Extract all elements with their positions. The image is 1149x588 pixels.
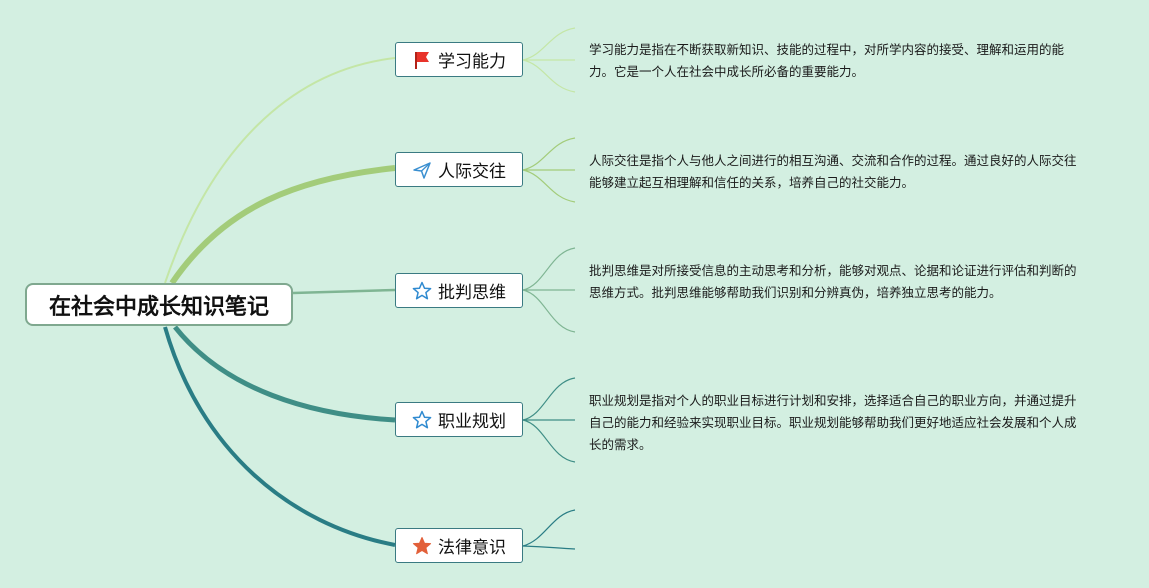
branch-node-4[interactable]: 职业规划 <box>395 402 523 437</box>
connector-root-branch-4 <box>173 325 396 423</box>
paper-plane-icon <box>412 160 432 180</box>
root-title: 在社会中成长知识笔记 <box>48 294 269 320</box>
branch-node-5[interactable]: 法律意识 <box>395 528 523 563</box>
connector-root-branch-2 <box>169 165 396 285</box>
branch-node-2[interactable]: 人际交往 <box>395 152 523 187</box>
connector-root-branch-3 <box>292 288 396 295</box>
branch-label-5: 法律意识 <box>438 538 506 558</box>
brace-branch-2 <box>522 137 576 203</box>
note-branch-3: 批判思维是对所接受信息的主动思考和分析，能够对观点、论据和论证进行评估和判断的思… <box>589 263 1077 300</box>
connector-root-branch-5 <box>163 326 396 547</box>
note-branch-1: 学习能力是指在不断获取新知识、技能的过程中，对所学内容的接受、理解和运用的能力。… <box>589 42 1065 79</box>
brace-branch-1 <box>522 27 576 93</box>
branch-label-1: 学习能力 <box>438 52 506 72</box>
star-outline-icon <box>412 410 432 430</box>
branch-label-4: 职业规划 <box>438 412 506 432</box>
branch-label-3: 批判思维 <box>438 283 506 303</box>
note-branch-4: 职业规划是指对个人的职业目标进行计划和安排，选择适合自己的职业方向，并通过提升自… <box>589 393 1077 452</box>
brace-branch-5 <box>522 509 576 550</box>
root-node[interactable]: 在社会中成长知识笔记 <box>25 283 293 326</box>
branch-node-1[interactable]: 学习能力 <box>395 42 523 77</box>
note-branch-2: 人际交往是指个人与他人之间进行的相互沟通、交流和合作的过程。通过良好的人际交往能… <box>589 153 1077 190</box>
brace-branch-3 <box>522 247 576 333</box>
star-outline-icon <box>412 281 432 301</box>
star-filled-icon <box>412 536 432 556</box>
branch-label-2: 人际交往 <box>438 162 506 182</box>
red-flag-icon <box>412 50 432 70</box>
branch-node-3[interactable]: 批判思维 <box>395 273 523 308</box>
connector-root-branch-1 <box>164 57 396 284</box>
brace-branch-4 <box>522 377 576 463</box>
